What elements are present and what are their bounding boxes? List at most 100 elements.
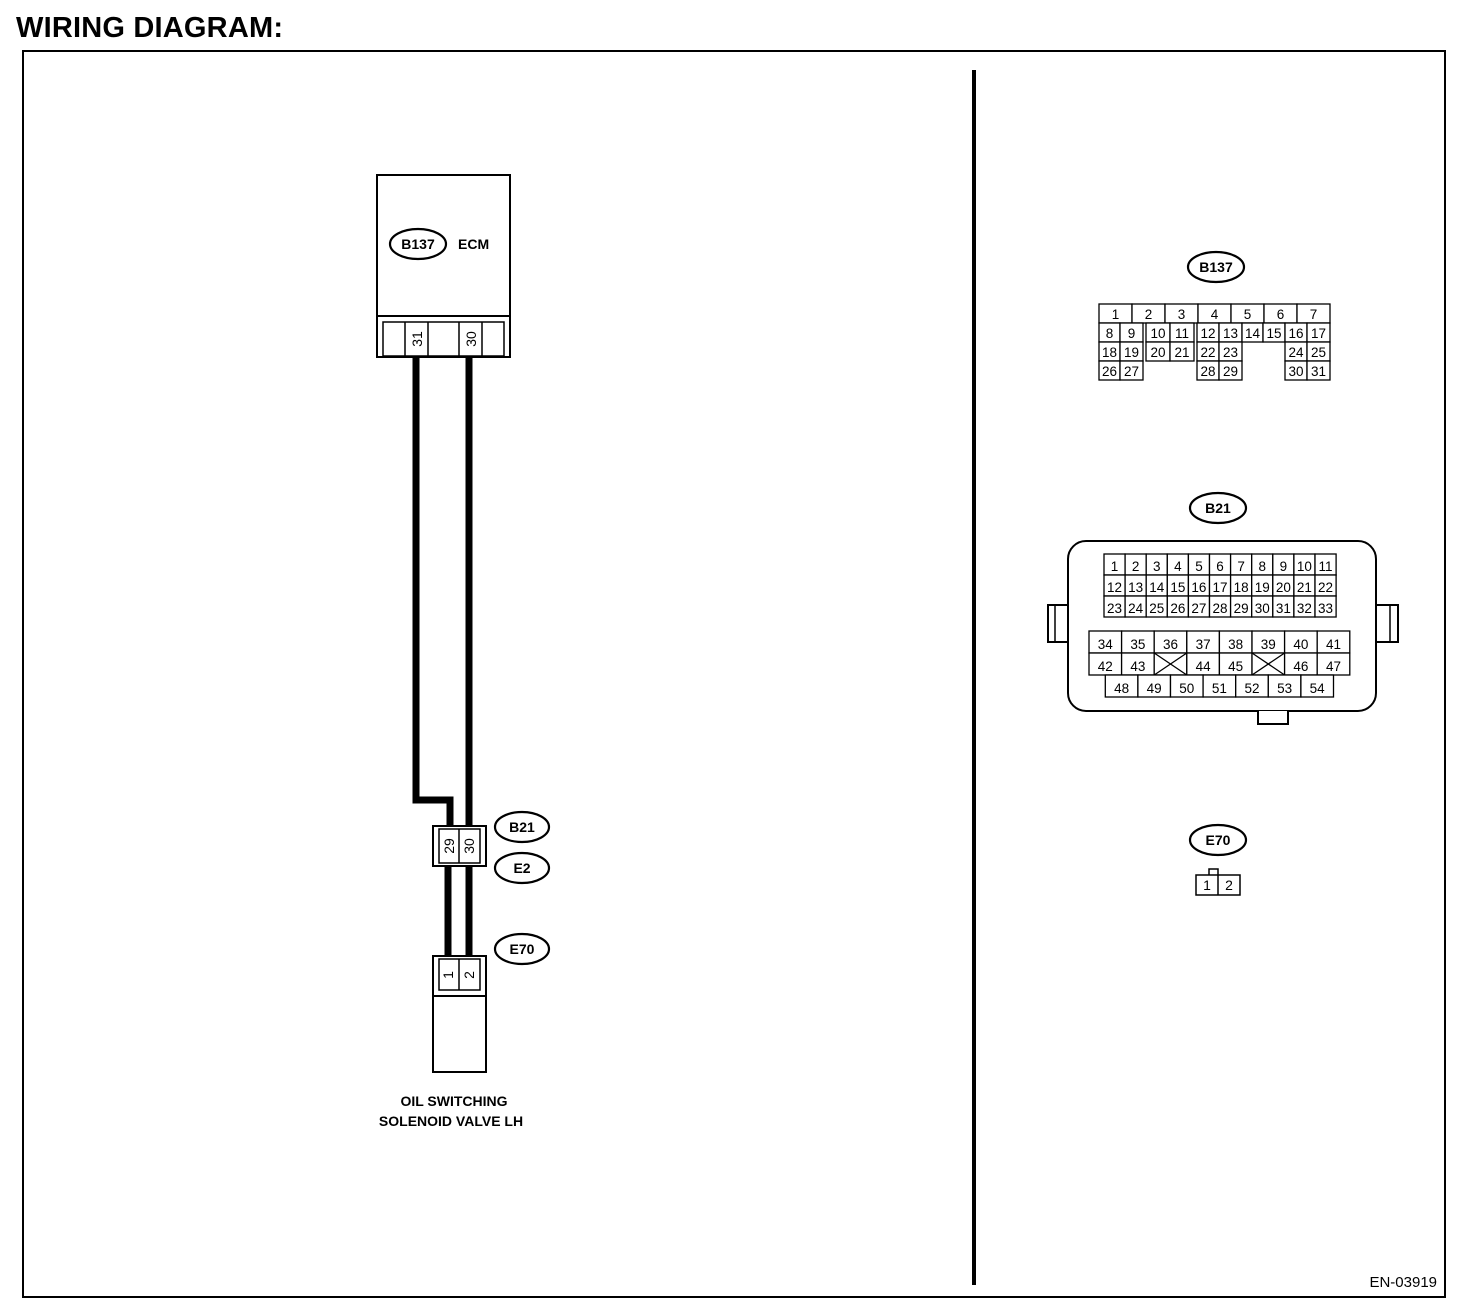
b21-pin-45: 45 (1218, 652, 1253, 676)
b137-pin-28: 28 (1196, 360, 1220, 381)
svg-text:15: 15 (1266, 326, 1281, 341)
svg-text:51: 51 (1212, 681, 1227, 696)
b21-pin-23: 23 (1103, 595, 1126, 618)
joint-bottom-badge (493, 851, 551, 885)
b137-pin-12: 12 (1196, 322, 1220, 343)
b21-pin-15: 15 (1166, 574, 1190, 597)
b21-pin-43: 43 (1120, 652, 1155, 676)
b137-pin-16: 16 (1284, 322, 1308, 343)
svg-text:10: 10 (1297, 559, 1312, 574)
b21-pin-17: 17 (1208, 574, 1232, 597)
svg-text:20: 20 (1276, 580, 1291, 595)
svg-text:7: 7 (1237, 559, 1245, 574)
b21-pin-12: 12 (1103, 574, 1126, 597)
b137-pin-31: 31 (1306, 360, 1331, 381)
b137-view-badge (1186, 250, 1246, 284)
svg-text:10: 10 (1150, 326, 1165, 341)
b21-pin-53: 53 (1267, 674, 1302, 698)
svg-text:14: 14 (1149, 580, 1165, 595)
b21-pin-50: 50 (1169, 674, 1204, 698)
b21-pin-33: 33 (1314, 595, 1337, 618)
diagram-frame (22, 50, 1446, 1298)
svg-text:17: 17 (1213, 580, 1228, 595)
ecm-pin-31: 31 (409, 331, 425, 347)
b21-pin-10: 10 (1293, 553, 1316, 576)
b137-pin-3: 3 (1164, 303, 1199, 324)
svg-text:9: 9 (1128, 326, 1136, 341)
svg-text:26: 26 (1102, 364, 1117, 379)
svg-text:6: 6 (1277, 307, 1285, 322)
b21-pin-22: 22 (1314, 574, 1337, 597)
valve-connector-label: E70 (510, 941, 535, 957)
svg-text:15: 15 (1170, 580, 1185, 595)
b21-right-latch (1376, 604, 1399, 643)
b21-pin-35: 35 (1120, 630, 1155, 654)
joint-pin-29: 29 (441, 838, 457, 854)
b21-pin-39: 39 (1251, 630, 1286, 654)
b21-pin-29: 29 (1229, 595, 1253, 618)
svg-text:13: 13 (1128, 580, 1143, 595)
svg-text:41: 41 (1326, 637, 1341, 652)
b137-pin-2: 2 (1131, 303, 1166, 324)
b21-pin-51: 51 (1202, 674, 1237, 698)
joint-top-label: B21 (509, 819, 535, 835)
svg-text:21: 21 (1174, 345, 1189, 360)
svg-text:26: 26 (1170, 601, 1185, 616)
b21-pin-28: 28 (1208, 595, 1232, 618)
svg-text:14: 14 (1245, 326, 1261, 341)
b21-pin-41: 41 (1316, 630, 1351, 654)
ecm-connector-badge (388, 227, 448, 261)
svg-text:7: 7 (1310, 307, 1318, 322)
svg-text:46: 46 (1293, 659, 1308, 674)
svg-text:4: 4 (1211, 307, 1219, 322)
svg-text:40: 40 (1293, 637, 1308, 652)
wire-pin31 (412, 358, 454, 826)
b137-pin-25: 25 (1306, 341, 1331, 362)
b21-view-badge (1188, 491, 1248, 525)
b137-pin-9: 9 (1119, 322, 1144, 343)
b21-pin-1: 1 (1103, 553, 1126, 576)
b21-bottom-key (1257, 711, 1289, 725)
svg-text:28: 28 (1213, 601, 1228, 616)
b21-pin-16: 16 (1187, 574, 1211, 597)
svg-text:30: 30 (1288, 364, 1303, 379)
ecm-label: ECM (458, 236, 489, 252)
svg-text:34: 34 (1098, 637, 1114, 652)
svg-text:9: 9 (1280, 559, 1288, 574)
b137-pin-23: 23 (1218, 341, 1243, 362)
svg-text:16: 16 (1191, 580, 1206, 595)
joint-pin-30: 30 (461, 838, 477, 854)
svg-text:24: 24 (1128, 601, 1144, 616)
svg-text:2: 2 (1145, 307, 1153, 322)
b137-pin-6: 6 (1263, 303, 1298, 324)
svg-text:5: 5 (1195, 559, 1203, 574)
b137-pin-19: 19 (1119, 341, 1144, 362)
svg-text:37: 37 (1196, 637, 1211, 652)
svg-text:6: 6 (1216, 559, 1224, 574)
svg-text:44: 44 (1196, 659, 1212, 674)
svg-text:3: 3 (1178, 307, 1186, 322)
ecm-connector-housing (382, 321, 505, 357)
b21-pin-54: 54 (1300, 674, 1335, 698)
b137-pin-1: 1 (1098, 303, 1133, 324)
svg-text:18: 18 (1234, 580, 1249, 595)
svg-text:16: 16 (1288, 326, 1303, 341)
svg-text:12: 12 (1200, 326, 1215, 341)
b21-pin-46: 46 (1283, 652, 1318, 676)
e70-connector-view: E70 1 2 (1188, 823, 1248, 896)
svg-text:31: 31 (1276, 601, 1291, 616)
svg-text:12: 12 (1107, 580, 1122, 595)
b21-view-label: B21 (1205, 500, 1231, 516)
ecm-connector-label: B137 (401, 236, 435, 252)
svg-text:8: 8 (1258, 559, 1266, 574)
b21-pin-2: 2 (1124, 553, 1147, 576)
b21-pin-5: 5 (1187, 553, 1211, 576)
b21-pin-36: 36 (1153, 630, 1188, 654)
svg-text:11: 11 (1319, 559, 1333, 574)
b21-pin-26: 26 (1166, 595, 1190, 618)
b21-pin-18: 18 (1229, 574, 1253, 597)
valve-label-line1: OIL SWITCHING (400, 1093, 507, 1109)
svg-text:23: 23 (1223, 345, 1238, 360)
b21-pin-30: 30 (1251, 595, 1274, 618)
